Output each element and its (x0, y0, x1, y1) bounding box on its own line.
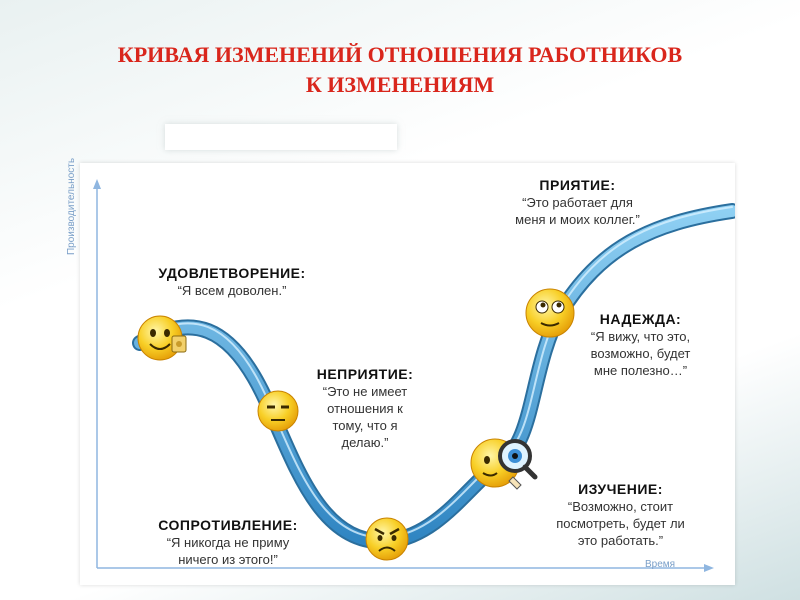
title-line-2: К ИЗМЕНЕНИЯМ (305, 72, 495, 97)
bored-smiley-icon (257, 390, 299, 432)
stage-quote: отношения к (327, 401, 403, 416)
stage-rejection: НЕПРИЯТИЕ: “Это не имеет отношения к том… (300, 365, 430, 451)
stage-quote: “Я всем доволен.” (177, 283, 287, 298)
stage-resistance: СОПРОТИВЛЕНИЕ: “Я никогда не приму ничег… (128, 516, 328, 568)
stage-heading: ПРИЯТИЕ: (539, 177, 616, 193)
stage-heading: ИЗУЧЕНИЕ: (578, 481, 663, 497)
stage-quote: “Это не имеет (322, 384, 408, 399)
blank-caption-box (165, 124, 397, 150)
stage-quote: посмотреть, будет ли (556, 516, 685, 531)
title-line-1: КРИВАЯ ИЗМЕНЕНИЙ ОТНОШЕНИЯ РАБОТНИКОВ (117, 42, 683, 67)
change-curve-diagram: Производительность Время УДОВЛЕТВОРЕНИЕ:… (66, 158, 735, 585)
stage-heading: НАДЕЖДА: (599, 311, 682, 327)
axes (93, 179, 714, 572)
stage-acceptance: ПРИЯТИЕ: “Это работает для меня и моих к… (480, 176, 675, 228)
slide-title: КРИВАЯ ИЗМЕНЕНИЙ ОТНОШЕНИЯ РАБОТНИКОВ К … (0, 40, 800, 100)
stage-quote: делаю.” (341, 435, 389, 450)
x-axis-label: Время (645, 559, 676, 570)
stage-hope: НАДЕЖДА: “Я вижу, что это, возможно, буд… (558, 310, 723, 379)
stage-heading: СОПРОТИВЛЕНИЕ: (158, 517, 298, 533)
change-curve (132, 203, 735, 550)
curve-graphic (93, 179, 735, 572)
stage-exploration: ИЗУЧЕНИЕ: “Возможно, стоит посмотреть, б… (528, 480, 713, 549)
stage-heading: УДОВЛЕТВОРЕНИЕ: (158, 265, 306, 281)
stage-quote: это работать.” (577, 533, 664, 548)
stage-quote: мне полезно…” (593, 363, 688, 378)
stage-quote: возможно, будет (590, 346, 691, 361)
angry-smiley-icon (365, 517, 409, 561)
stage-quote: “Я никогда не приму (166, 535, 290, 550)
stage-quote: ничего из этого!” (178, 552, 278, 567)
magnifier-smiley-icon (470, 438, 538, 490)
happy-smiley-icon (137, 315, 187, 361)
y-axis-label: Производительность (66, 157, 77, 255)
hopeful-smiley-icon (525, 288, 575, 338)
stage-quote: меня и моих коллег.” (515, 212, 640, 227)
stage-quote: “Возможно, стоит (567, 499, 674, 514)
stage-quote: тому, что я (332, 418, 398, 433)
stage-quote: “Я вижу, что это, (590, 329, 691, 344)
stage-heading: НЕПРИЯТИЕ: (316, 366, 414, 382)
stage-quote: “Это работает для (522, 195, 633, 210)
stage-satisfaction: УДОВЛЕТВОРЕНИЕ: “Я всем доволен.” (132, 264, 332, 299)
